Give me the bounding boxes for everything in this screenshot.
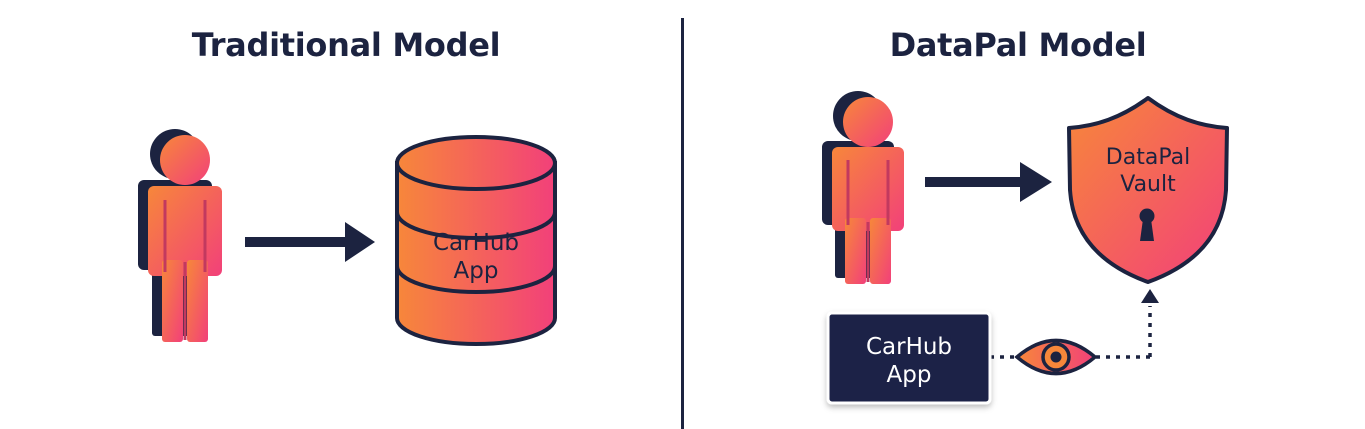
app-label-line2: App: [887, 362, 932, 388]
panel-divider: [681, 18, 684, 429]
eye-icon: [1014, 338, 1098, 376]
vault-label-line2: Vault: [1120, 172, 1176, 197]
person-icon: [138, 129, 222, 342]
carhub-app-box: CarHub App: [826, 311, 992, 405]
dotted-arrow-up: [1141, 289, 1159, 357]
person-icon-right: [822, 91, 904, 284]
arrow-icon-right: [925, 162, 1052, 202]
vault-label-line1: DataPal: [1106, 145, 1190, 170]
database-icon: CarHub App: [395, 135, 557, 346]
database-label-line2: App: [454, 258, 499, 284]
app-label-line1: CarHub: [866, 334, 952, 360]
keyhole-icon: [1139, 208, 1155, 241]
database-label-line1: CarHub: [433, 230, 519, 256]
datapal-model-title: DataPal Model: [889, 26, 1147, 64]
arrow-icon: [245, 222, 375, 262]
shield-icon: DataPal Vault: [1067, 96, 1229, 284]
traditional-model-title: Traditional Model: [191, 26, 501, 64]
